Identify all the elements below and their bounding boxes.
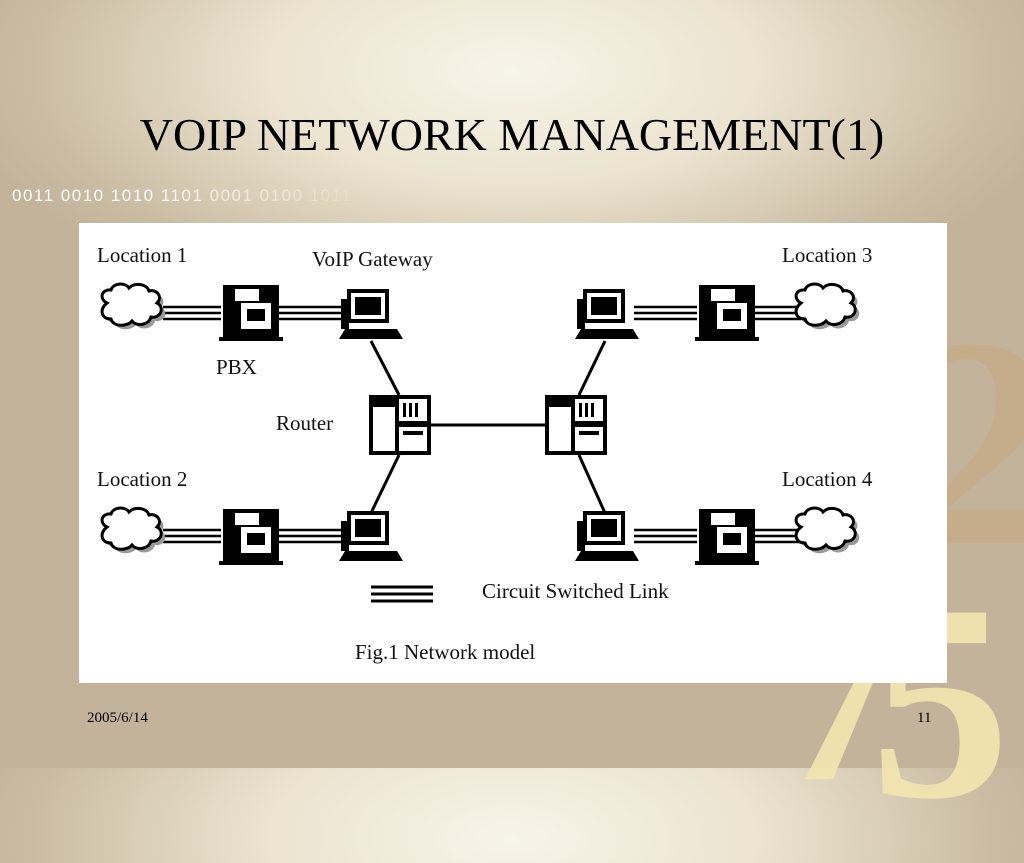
gateway-computer-icon-4 — [575, 511, 639, 561]
gateway-computer-icon-3 — [575, 289, 639, 339]
label-router: Router — [276, 411, 333, 435]
pbx-icon-location-4 — [695, 509, 759, 565]
cloud-icon-location-3 — [794, 282, 861, 331]
cloud-icon-location-2 — [100, 506, 167, 555]
label-location-1: Location 1 — [97, 243, 187, 267]
network-model-figure: Location 1 VoIP Gateway Location 3 PBX R… — [79, 223, 947, 683]
legend-circuit-link-symbol — [371, 585, 433, 603]
footer-date: 2005/6/14 — [87, 710, 148, 726]
figure-caption: Fig.1 Network model — [355, 640, 535, 664]
gateway-computer-icon-2 — [339, 511, 403, 561]
network-diagram: Location 1 VoIP Gateway Location 3 PBX R… — [97, 243, 873, 664]
circuit-links — [163, 305, 801, 544]
label-location-4: Location 4 — [782, 467, 873, 491]
gateway-computer-icon-1 — [339, 289, 403, 339]
ip-links — [369, 340, 607, 514]
pbx-icon-location-2 — [219, 509, 283, 565]
pbx-icon-location-1 — [219, 285, 283, 341]
label-location-3: Location 3 — [782, 243, 872, 267]
slide-title: VOIP NETWORK MANAGEMENT(1) — [139, 109, 885, 160]
label-pbx: PBX — [216, 355, 257, 379]
page-number: 11 — [917, 710, 932, 726]
label-voip-gateway: VoIP Gateway — [312, 247, 433, 271]
router-icon-right — [545, 395, 607, 455]
router-icon-left — [369, 395, 431, 455]
cloud-icon-location-4 — [794, 506, 861, 555]
label-legend: Circuit Switched Link — [482, 579, 669, 603]
pbx-icon-location-3 — [695, 285, 759, 341]
slide: 2 5 7 VOIP NETWORK MANAGEMENT(1) 0011 00… — [12, 109, 1024, 857]
binary-strip: 0011 0010 1010 1101 0001 0100 1011 — [12, 186, 353, 205]
cloud-icon-location-1 — [100, 282, 167, 331]
label-location-2: Location 2 — [97, 467, 187, 491]
